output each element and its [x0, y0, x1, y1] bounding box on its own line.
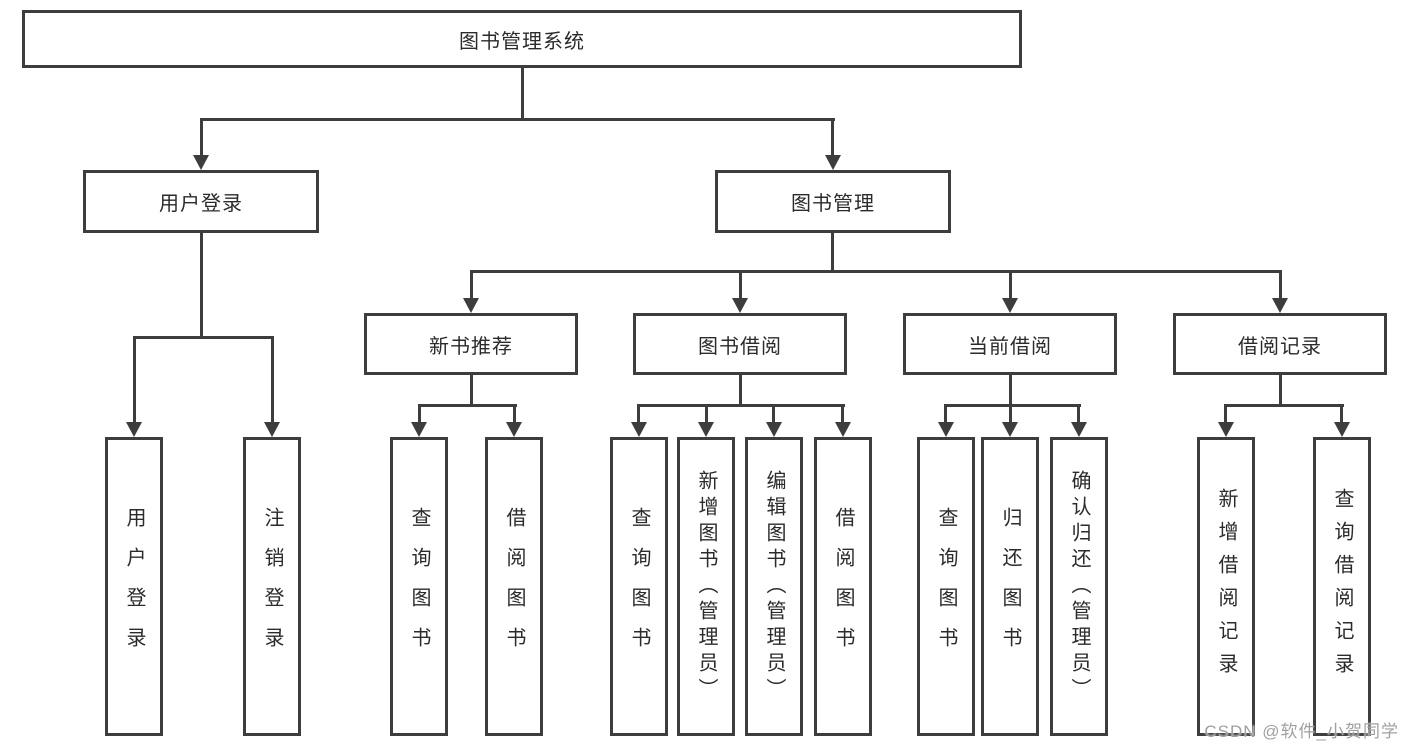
- arrow-down-icon: [631, 422, 647, 437]
- node-leaf-cb-confirm-return-admin-label: 确认归还（管理员）: [1068, 469, 1090, 704]
- node-leaf-rec-query-books: 查询图书: [390, 437, 448, 736]
- node-leaf-br-query-record-label: 查询借阅记录: [1331, 487, 1353, 686]
- arrow-down-icon: [766, 422, 782, 437]
- node-leaf-user-login-label: 用户登录: [123, 506, 145, 667]
- node-new-book-recommend: 新书推荐: [364, 313, 578, 375]
- node-leaf-bb-edit-books-admin: 编辑图书（管理员）: [745, 437, 803, 736]
- node-leaf-br-add-record: 新增借阅记录: [1197, 437, 1255, 736]
- arrow-down-icon: [825, 155, 841, 170]
- arrow-down-icon: [1071, 422, 1087, 437]
- node-leaf-cb-return-books: 归还图书: [981, 437, 1039, 736]
- arrow-down-icon: [698, 422, 714, 437]
- node-leaf-logout: 注销登录: [243, 437, 301, 736]
- node-current-borrow-label: 当前借阅: [968, 335, 1052, 358]
- node-new-book-recommend-label: 新书推荐: [429, 335, 513, 358]
- node-user-login-label: 用户登录: [159, 193, 243, 215]
- node-leaf-br-add-record-label: 新增借阅记录: [1215, 487, 1237, 686]
- arrow-down-icon: [264, 422, 280, 437]
- node-leaf-bb-edit-books-admin-label: 编辑图书（管理员）: [763, 469, 785, 704]
- node-leaf-br-query-record: 查询借阅记录: [1313, 437, 1371, 736]
- arrow-down-icon: [1272, 298, 1288, 313]
- connector-line: [513, 404, 516, 422]
- connector-line: [418, 404, 517, 407]
- node-leaf-bb-borrow-books-label: 借阅图书: [832, 506, 854, 667]
- node-leaf-bb-add-books-admin-label: 新增图书（管理员）: [695, 469, 717, 704]
- connector-line: [1340, 404, 1343, 422]
- node-borrow-records: 借阅记录: [1173, 313, 1387, 375]
- arrow-down-icon: [411, 422, 427, 437]
- node-leaf-cb-query-books-label: 查询图书: [935, 506, 957, 667]
- connector-line: [831, 231, 834, 272]
- node-root: 图书管理系统: [22, 10, 1022, 68]
- connector-line: [1009, 404, 1012, 422]
- connector-line: [705, 404, 708, 422]
- node-root-label: 图书管理系统: [459, 30, 585, 53]
- connector-line: [1077, 404, 1080, 422]
- node-leaf-cb-query-books: 查询图书: [917, 437, 975, 736]
- node-leaf-user-login: 用户登录: [105, 437, 163, 736]
- connector-line: [133, 336, 136, 422]
- node-leaf-bb-query-books: 查询图书: [610, 437, 668, 736]
- node-book-borrow: 图书借阅: [633, 313, 847, 375]
- connector-line: [1224, 404, 1227, 422]
- connector-line: [1224, 404, 1344, 407]
- connector-line: [1009, 373, 1012, 406]
- arrow-down-icon: [506, 422, 522, 437]
- node-leaf-rec-borrow-books-label: 借阅图书: [503, 506, 525, 667]
- connector-line: [637, 404, 845, 407]
- arrow-down-icon: [938, 422, 954, 437]
- connector-line: [200, 118, 203, 155]
- connector-line: [521, 66, 524, 120]
- node-leaf-logout-label: 注销登录: [261, 506, 283, 667]
- arrow-down-icon: [193, 155, 209, 170]
- arrow-down-icon: [1002, 298, 1018, 313]
- connector-line: [1009, 270, 1012, 298]
- connector-line: [637, 404, 640, 422]
- connector-line: [739, 373, 742, 406]
- node-book-management: 图书管理: [715, 170, 951, 233]
- node-borrow-records-label: 借阅记录: [1238, 335, 1322, 358]
- arrow-down-icon: [1334, 422, 1350, 437]
- node-leaf-cb-confirm-return-admin: 确认归还（管理员）: [1050, 437, 1108, 736]
- connector-line: [200, 231, 203, 338]
- connector-line: [772, 404, 775, 422]
- connector-line: [271, 336, 274, 422]
- connector-line: [470, 270, 1282, 273]
- node-leaf-bb-borrow-books: 借阅图书: [814, 437, 872, 736]
- node-user-login: 用户登录: [83, 170, 319, 233]
- node-leaf-rec-borrow-books: 借阅图书: [485, 437, 543, 736]
- node-current-borrow: 当前借阅: [903, 313, 1117, 375]
- connector-line: [418, 404, 421, 422]
- connector-line: [470, 270, 473, 298]
- connector-line: [841, 404, 844, 422]
- node-book-borrow-label: 图书借阅: [698, 335, 782, 358]
- node-leaf-rec-query-books-label: 查询图书: [408, 506, 430, 667]
- connector-line: [133, 336, 274, 339]
- watermark: CSDN @软件_小贺同学: [1204, 722, 1399, 741]
- arrow-down-icon: [1218, 422, 1234, 437]
- arrow-down-icon: [126, 422, 142, 437]
- arrow-down-icon: [835, 422, 851, 437]
- arrow-down-icon: [463, 298, 479, 313]
- connector-line: [739, 270, 742, 298]
- arrow-down-icon: [732, 298, 748, 313]
- connector-line: [944, 404, 947, 422]
- node-leaf-bb-query-books-label: 查询图书: [628, 506, 650, 667]
- connector-line: [470, 373, 473, 406]
- connector-line: [831, 118, 834, 155]
- connector-line: [1279, 270, 1282, 298]
- node-leaf-bb-add-books-admin: 新增图书（管理员）: [677, 437, 735, 736]
- connector-line: [200, 118, 835, 121]
- arrow-down-icon: [1002, 422, 1018, 437]
- node-book-management-label: 图书管理: [791, 193, 875, 215]
- connector-line: [944, 404, 1081, 407]
- node-leaf-cb-return-books-label: 归还图书: [999, 506, 1021, 667]
- connector-line: [1279, 373, 1282, 406]
